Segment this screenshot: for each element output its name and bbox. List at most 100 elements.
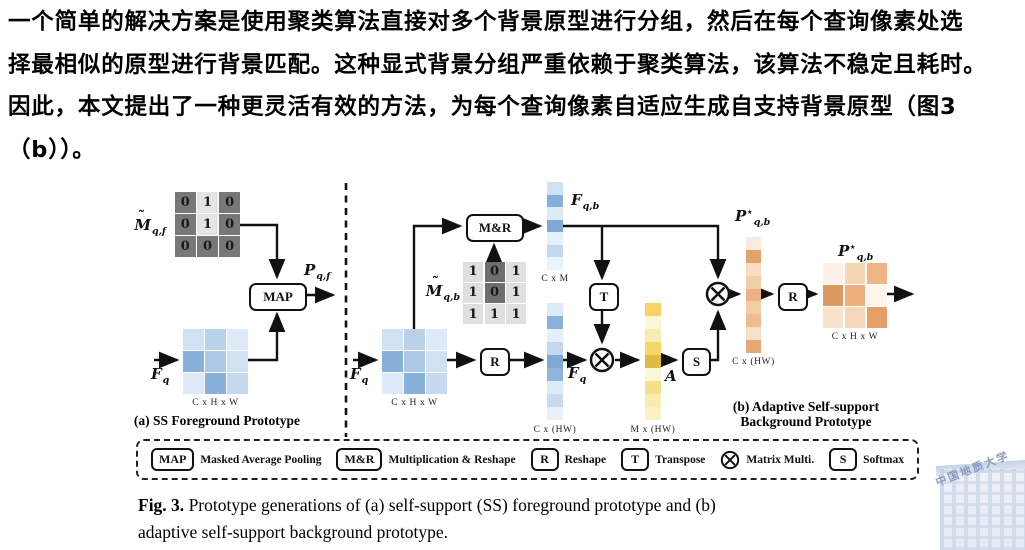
matrix-cell xyxy=(404,351,425,372)
matrix-cell xyxy=(547,407,563,420)
mask-cell: 0 xyxy=(219,236,240,257)
matrix-cell xyxy=(404,373,425,394)
matrix-cell xyxy=(645,407,661,420)
matrix-cell xyxy=(547,232,563,245)
matrix-cell xyxy=(746,327,761,341)
wire-featA-to-map xyxy=(247,311,286,362)
strip-attention xyxy=(645,303,661,420)
legend-chip: MAP xyxy=(151,448,195,471)
reshape-box-b: R xyxy=(480,348,510,376)
strip-fq-dims: C x (HW) xyxy=(533,425,577,435)
softmax-box: S xyxy=(682,348,711,376)
matrix-cell xyxy=(746,288,761,302)
strip-prototype-label: P⋆q,b xyxy=(735,207,771,228)
matrix-cell xyxy=(844,307,866,328)
matrix-cell xyxy=(205,329,226,350)
legend-chip: M&R xyxy=(336,448,383,471)
figure-caption-line2: adaptive self-support background prototy… xyxy=(138,521,449,542)
panel-b-title: (b) Adaptive Self-support Background Pro… xyxy=(732,399,880,429)
matrix-cell xyxy=(205,373,226,394)
matrix-cell xyxy=(645,303,661,316)
matrix-cell xyxy=(547,257,563,271)
mask-cell: 0 xyxy=(175,236,196,257)
matrix-cell xyxy=(426,373,447,394)
legend-item: M&R Multiplication & Reshape xyxy=(336,448,516,471)
strip-fq xyxy=(547,303,563,420)
matrix-cell xyxy=(547,355,563,368)
feature-grid-b xyxy=(382,329,447,394)
mask-cell: 0 xyxy=(197,236,218,257)
strip-fq-label: Fq xyxy=(568,364,587,385)
matrix-multiply-icon xyxy=(589,347,615,373)
figure-number: Fig. 3. xyxy=(138,495,185,515)
reshape-box-out: R xyxy=(778,283,808,311)
matrix-cell xyxy=(547,219,563,233)
figure-caption-line1: Fig. 3. Prototype generations of (a) sel… xyxy=(138,495,716,515)
matrix-cell xyxy=(547,303,563,316)
matrix-multiply-icon xyxy=(705,281,731,307)
matrix-cell xyxy=(382,373,403,394)
matrix-cell xyxy=(205,351,226,372)
university-watermark: 中国地质大学 xyxy=(930,441,1025,550)
matrix-cell xyxy=(227,329,248,350)
matrix-cell xyxy=(183,373,204,394)
legend-chip: R xyxy=(530,448,559,471)
intro-line: 因此，本文提出了一种更灵活有效的方法，为每个查询像素自适应生成自支持背景原型（图… xyxy=(8,94,957,120)
matrix-cell xyxy=(426,351,447,372)
mask-b-label: ˜Mq,b xyxy=(425,275,460,303)
matrix-cell xyxy=(866,307,887,328)
matrix-cell xyxy=(645,329,661,342)
feature-b-dims: C x H x W xyxy=(391,398,438,408)
matrix-cell xyxy=(844,263,866,284)
matrix-cell xyxy=(823,263,844,284)
wire-maskA-to-map xyxy=(240,223,286,280)
legend-label: Masked Average Pooling xyxy=(200,453,322,466)
mask-cell: 1 xyxy=(506,304,526,324)
mask-cell: 0 xyxy=(175,192,196,213)
strip-prototype-dims: C x (HW) xyxy=(732,357,775,367)
intro-line: 一个简单的解决方案是使用聚类算法直接对多个背景原型进行分组，然后在每个查询像素处… xyxy=(8,9,964,35)
matrix-cell xyxy=(227,373,248,394)
matrix-cell xyxy=(547,394,563,407)
matrix-cell xyxy=(746,301,761,315)
feature-a-dims: C x H x W xyxy=(192,398,239,408)
matrix-cell xyxy=(547,342,563,355)
legend-item: Matrix Multi. xyxy=(720,450,814,470)
mask-cell: 1 xyxy=(506,283,526,303)
mask-cell: 0 xyxy=(484,283,505,303)
mask-cell: 1 xyxy=(197,214,218,235)
legend-item: MAP Masked Average Pooling xyxy=(151,448,322,471)
prototype-grid-label: P⋆q,b xyxy=(838,242,874,263)
matrix-cell xyxy=(183,351,204,372)
matrix-cell xyxy=(547,207,563,220)
matrix-cell xyxy=(547,368,563,381)
legend-chip: S xyxy=(829,448,858,471)
matrix-cell xyxy=(645,342,661,355)
prototype-grid-out xyxy=(823,263,887,328)
matrix-cell xyxy=(547,381,563,394)
mask-cell: 0 xyxy=(484,262,505,282)
matrix-cell xyxy=(382,351,403,372)
intro-paragraph: 一个简单的解决方案是使用聚类算法直接对多个背景原型进行分组，然后在每个查询像素处… xyxy=(8,1,1022,171)
matrix-cell xyxy=(227,351,248,372)
legend-label: Multiplication & Reshape xyxy=(388,453,516,466)
legend-label: Matrix Multi. xyxy=(746,453,815,466)
intro-line: （b））。 xyxy=(8,136,96,163)
mask-cell: 1 xyxy=(506,262,526,282)
matrix-cell xyxy=(866,285,887,306)
strip-fqb-label: Fq,b xyxy=(571,191,600,212)
legend-items: MAP Masked Average Pooling M&R Multiplicati… xyxy=(151,448,904,471)
intro-line: 择最相似的原型进行背景匹配。这种显式背景分组严重依赖于聚类算法，该算法不稳定且耗… xyxy=(8,51,987,78)
mask-cell: 0 xyxy=(219,192,240,213)
mask-cell: 1 xyxy=(484,304,505,324)
legend-label: Transpose xyxy=(655,453,706,466)
matrix-cell xyxy=(746,275,761,289)
feature-grid-a xyxy=(183,329,248,394)
mask-a-label: ˜Mq,f xyxy=(134,209,166,237)
map-box: MAP xyxy=(249,283,307,311)
matrix-cell xyxy=(823,285,844,306)
matrix-cell xyxy=(645,381,661,394)
matrix-cell xyxy=(183,329,204,350)
